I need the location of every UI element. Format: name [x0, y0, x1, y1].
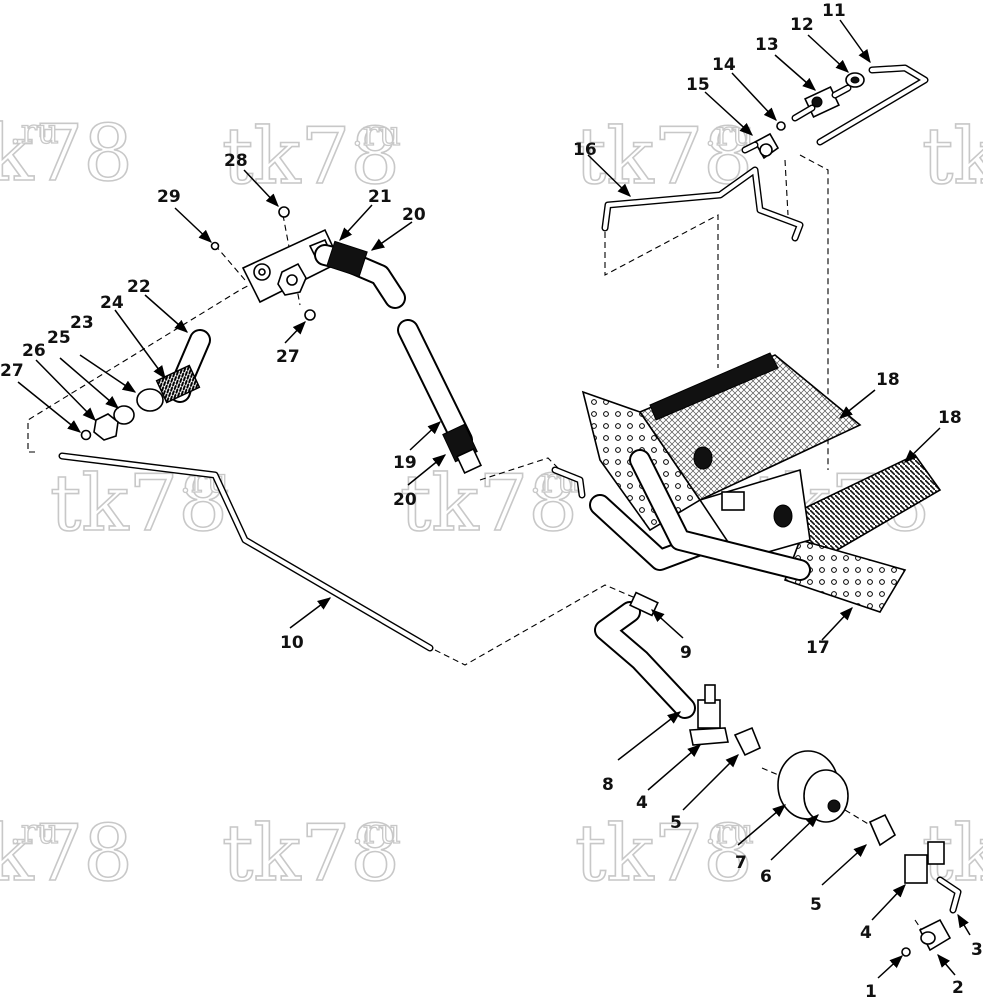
callout-11: 11	[822, 1, 846, 21]
callout-27-left: 27	[0, 361, 24, 381]
o-ring-28	[278, 206, 290, 218]
o-ring-1	[901, 947, 911, 957]
callout-1: 1	[865, 982, 877, 1000]
callout-27-right: 27	[276, 347, 300, 367]
svg-text:.ru: .ru	[10, 812, 59, 852]
callout-2: 2	[952, 978, 964, 998]
callout-28: 28	[224, 151, 248, 171]
tube-3	[936, 876, 962, 914]
svg-text:tk78: tk78	[922, 112, 983, 202]
fitting-15	[741, 132, 780, 160]
tube-10	[58, 452, 434, 652]
callout-18-upper: 18	[876, 370, 900, 390]
callout-5-upper: 5	[670, 813, 682, 833]
callout-13: 13	[755, 35, 779, 55]
washer-25	[113, 405, 135, 425]
watermark-tc: tk78.ru	[221, 111, 401, 203]
sleeve-9	[629, 591, 659, 617]
fitting-6	[868, 813, 897, 847]
callout-6: 6	[760, 867, 772, 887]
watermark-tl: tk78.ru	[0, 108, 134, 200]
watermark-tr: tk78.ru	[574, 111, 754, 203]
coolant-tubes	[551, 449, 811, 581]
svg-text:.ru: .ru	[352, 812, 401, 852]
tube-11	[816, 64, 929, 146]
watermark-layer: tk78.ru tk78.ru tk78.ru tk78 tk78.ru tk7…	[0, 108, 983, 900]
hose-8	[594, 601, 696, 719]
svg-text:.ru: .ru	[10, 112, 59, 152]
hose-19	[397, 319, 483, 475]
watermark-bc: tk78.ru	[221, 808, 401, 900]
callout-3: 3	[971, 940, 983, 960]
callout-12: 12	[790, 15, 814, 35]
valve-bracket-4-lower	[904, 841, 945, 884]
callout-14: 14	[712, 55, 736, 75]
heater-core-assembly-17	[551, 352, 942, 613]
nut-26	[93, 413, 119, 441]
threaded-fitting-24	[155, 364, 201, 404]
fitting-2	[918, 918, 952, 952]
callout-4-lower: 4	[860, 923, 872, 943]
fitting-12	[845, 72, 865, 88]
svg-text:tk78: tk78	[222, 112, 400, 202]
fitting-5-upper	[733, 726, 762, 757]
callout-23: 23	[70, 313, 94, 333]
callout-4-upper: 4	[636, 793, 648, 813]
callout-29: 29	[157, 187, 181, 207]
callout-7: 7	[735, 853, 747, 873]
watermark-mc: tk78.ru	[399, 458, 579, 550]
callout-10: 10	[280, 633, 304, 653]
svg-text:.ru: .ru	[352, 114, 401, 154]
watermark-br: tk78.ru	[574, 808, 754, 900]
o-ring-27-left	[80, 429, 92, 441]
tee-valve-13	[791, 84, 852, 122]
callout-22: 22	[127, 277, 151, 297]
watermark-bl: tk78.ru	[0, 808, 134, 900]
svg-text:tk78: tk78	[0, 809, 133, 899]
watermark-tfr: tk78	[921, 111, 983, 203]
callout-20-lower: 20	[393, 490, 417, 510]
seal-14	[776, 121, 786, 131]
svg-text:.ru: .ru	[705, 812, 754, 852]
callout-21: 21	[368, 187, 392, 207]
callout-19: 19	[393, 453, 417, 473]
svg-text:tk78: tk78	[575, 112, 753, 202]
svg-text:tk78: tk78	[400, 459, 578, 549]
callout-24: 24	[100, 293, 124, 313]
callout-8: 8	[602, 775, 614, 795]
callout-5-lower: 5	[810, 895, 822, 915]
callout-26: 26	[22, 341, 46, 361]
svg-text:tk78: tk78	[0, 109, 133, 199]
callout-16: 16	[573, 140, 597, 160]
tube-16	[601, 166, 804, 242]
callout-25: 25	[47, 328, 71, 348]
callout-18-lower: 18	[938, 408, 962, 428]
callout-15: 15	[686, 75, 710, 95]
svg-text:tk78: tk78	[222, 809, 400, 899]
callout-9: 9	[680, 643, 692, 663]
o-ring-27-right	[304, 309, 316, 321]
callout-20-upper: 20	[402, 205, 426, 225]
hose-20-upper	[314, 240, 406, 309]
callout-17: 17	[806, 638, 830, 658]
svg-text:tk78: tk78	[575, 809, 753, 899]
valve-bracket-4-upper	[689, 684, 729, 746]
svg-text:tk78: tk78	[50, 459, 228, 549]
o-ring-29	[210, 241, 220, 251]
nut-23	[136, 388, 164, 412]
filter-7	[777, 750, 849, 823]
callout-leaders	[17, 19, 971, 979]
